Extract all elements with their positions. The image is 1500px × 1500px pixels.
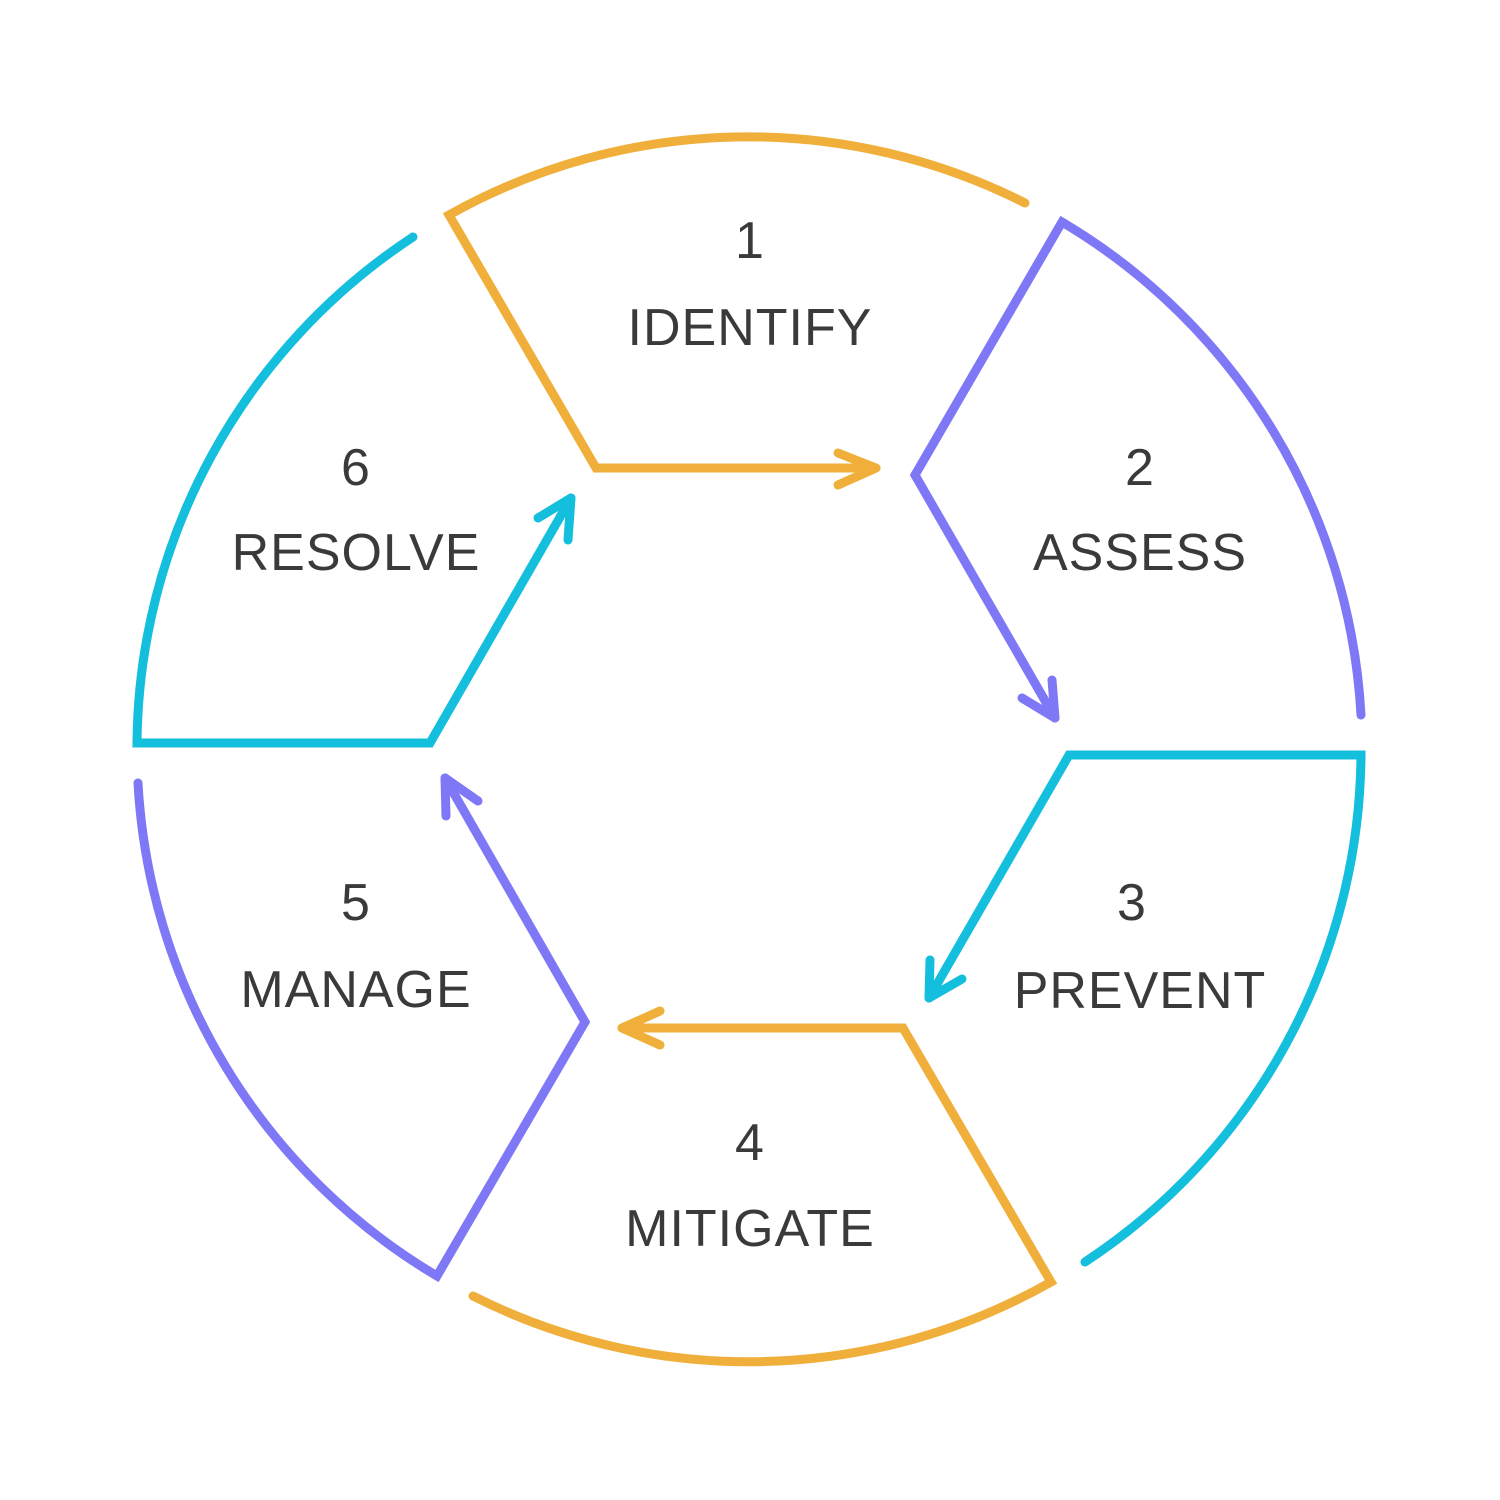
segment-identify-outline [442,132,1030,473]
step-assess-number: 2 [1125,439,1155,497]
step-identify-label: IDENTIFY [628,299,873,357]
segment-assess: 2 ASSESS [909,215,1366,723]
step-assess-label: ASSESS [1033,524,1247,582]
segment-resolve: 6 RESOLVE [132,232,576,748]
step-manage-number: 5 [341,874,371,932]
segment-mitigate-outline [468,1023,1058,1367]
step-prevent-label: PREVENT [1014,962,1267,1020]
segment-resolve-outline [132,232,576,748]
segment-mitigate-arrowhead [617,1006,665,1050]
segment-assess-arrowhead [1017,675,1060,723]
step-resolve-label: RESOLVE [232,524,481,582]
segment-resolve-arrowhead [533,493,576,545]
segment-identify: 1 IDENTIFY [442,132,1030,490]
segment-mitigate: 4 MITIGATE [468,1006,1058,1367]
segment-manage-arrowhead [440,773,483,821]
step-mitigate-label: MITIGATE [625,1200,875,1258]
segment-prevent-arrowhead [924,955,967,1003]
segment-identify-arrowhead [833,448,881,490]
step-resolve-number: 6 [341,439,371,497]
step-identify-number: 1 [735,212,765,270]
segment-manage-outline [133,773,591,1283]
segment-manage: 5 MANAGE [133,773,591,1283]
step-prevent-number: 3 [1117,874,1147,932]
segment-prevent: 3 PREVENT [924,750,1366,1267]
step-manage-label: MANAGE [240,961,471,1019]
step-mitigate-number: 4 [735,1114,765,1172]
segment-assess-outline [909,215,1366,723]
segment-prevent-outline [924,750,1366,1267]
